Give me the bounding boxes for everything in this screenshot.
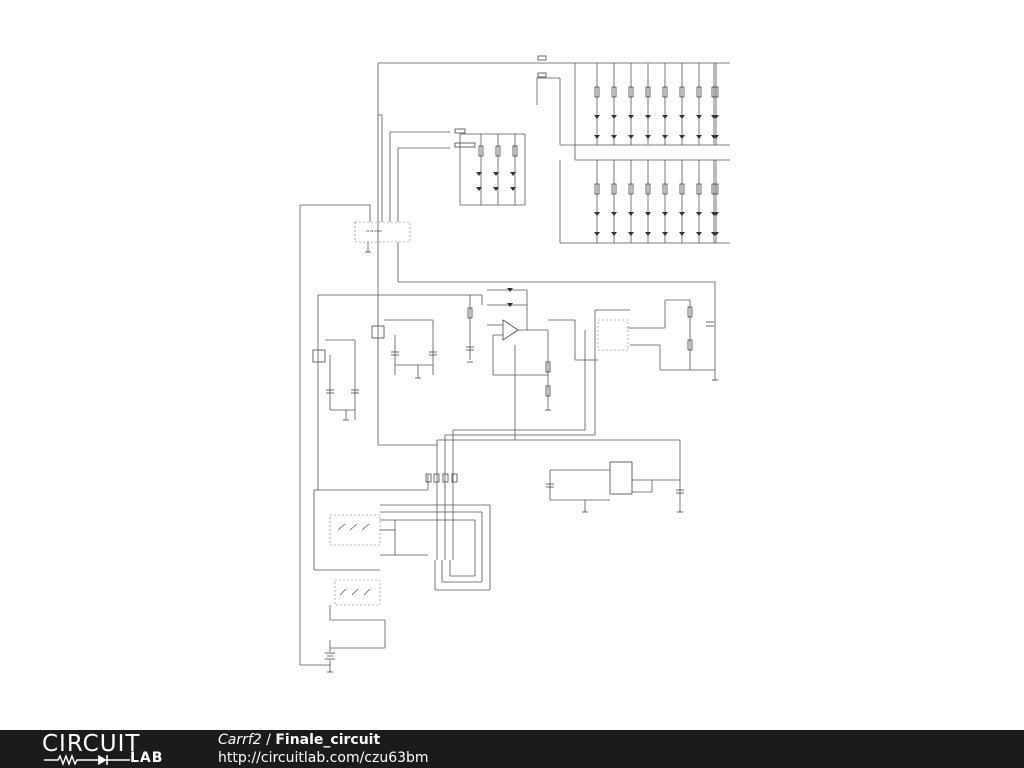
led-matrix-bottom-bank — [559, 159, 730, 244]
column-led-lower — [679, 232, 685, 236]
column-led-upper — [679, 212, 685, 216]
column-led-upper — [594, 212, 600, 216]
column-resistor — [645, 86, 651, 98]
opamp-section — [466, 288, 551, 411]
title-separator: / — [261, 732, 276, 748]
column-led-lower — [628, 232, 634, 236]
column-led-lower — [662, 135, 668, 139]
contact-frame — [380, 504, 491, 591]
led-matrix-top-bank — [377, 55, 730, 445]
column-led-lower — [645, 232, 651, 236]
column-led-upper — [711, 212, 717, 216]
logo-text-circuit: CIRCUIT — [42, 731, 141, 757]
column-led-lower — [696, 232, 702, 236]
column-led-lower — [679, 135, 685, 139]
column-led-upper — [662, 212, 668, 216]
counter-ic — [546, 440, 684, 513]
column-led-upper — [662, 115, 668, 119]
circuitlab-logo[interactable]: CIRCUIT LAB — [42, 732, 178, 766]
column-led-upper — [645, 115, 651, 119]
column-led-upper — [645, 212, 651, 216]
svg-text:S1 S2 S3 S4: S1 S2 S3 S4 — [366, 229, 382, 233]
column-led-upper — [696, 115, 702, 119]
column-led-lower — [711, 232, 717, 236]
column-led-lower — [645, 135, 651, 139]
column-resistor — [696, 86, 702, 98]
column-led-upper — [679, 115, 685, 119]
switch-block-lower — [314, 569, 386, 649]
column-led-upper — [611, 115, 617, 119]
footer-bar: CIRCUIT LAB Carrf2 / Finale_circuit http… — [0, 730, 1024, 768]
column-resistor — [628, 183, 634, 195]
column-led-lower — [628, 135, 634, 139]
circuit-url-link[interactable]: http://circuitlab.com/czu63bm — [218, 750, 429, 766]
column-resistor — [696, 183, 702, 195]
column-resistor — [679, 86, 685, 98]
battery — [300, 640, 335, 673]
author-link[interactable]: Carrf2 — [218, 732, 262, 748]
logo-resistor-diode-icon — [44, 754, 130, 766]
column-led-upper — [628, 115, 634, 119]
column-led-upper — [594, 115, 600, 119]
column-resistor — [711, 86, 717, 98]
column-resistor — [679, 183, 685, 195]
column-led-lower — [611, 232, 617, 236]
column-resistor — [645, 183, 651, 195]
timer-block-left — [312, 339, 359, 421]
column-resistor — [662, 86, 668, 98]
column-resistor — [594, 86, 600, 98]
column-resistor — [611, 183, 617, 195]
circuit-title: Carrf2 / Finale_circuit — [218, 732, 380, 749]
column-resistor — [611, 86, 617, 98]
circuit-name-link[interactable]: Finale_circuit — [275, 732, 381, 748]
column-led-upper — [711, 115, 717, 119]
schematic-canvas: S1 S2 S3 S4 — [299, 55, 730, 673]
column-led-lower — [711, 135, 717, 139]
column-resistor — [594, 183, 600, 195]
switch-block-upper — [329, 514, 428, 556]
timer-block-middle — [371, 319, 437, 379]
column-led-upper — [611, 212, 617, 216]
circuit-schematic: S1 S2 S3 S4 — [299, 55, 730, 673]
column-led-lower — [594, 135, 600, 139]
logo-text-lab: LAB — [130, 750, 164, 766]
column-led-upper — [628, 212, 634, 216]
led-group-small — [454, 128, 526, 206]
column-led-lower — [611, 135, 617, 139]
middle-bus — [313, 330, 680, 570]
column-led-lower — [594, 232, 600, 236]
relay-section — [548, 299, 718, 435]
column-resistor — [662, 183, 668, 195]
column-led-upper — [696, 212, 702, 216]
left-bus: S1 S2 S3 S4 — [299, 114, 716, 665]
column-led-lower — [662, 232, 668, 236]
column-led-lower — [696, 135, 702, 139]
led-columns — [594, 63, 719, 243]
column-resistor — [628, 86, 634, 98]
column-resistor — [711, 183, 717, 195]
